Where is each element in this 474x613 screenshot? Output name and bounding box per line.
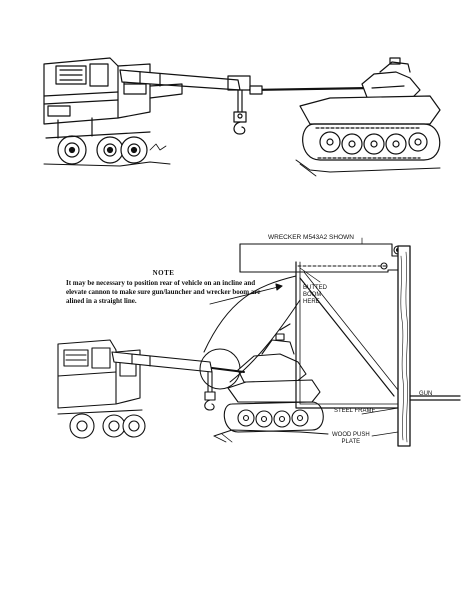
butted-label-line-2: BOOM	[303, 292, 322, 298]
note-text: It may be necessary to position rear of …	[66, 279, 261, 305]
detail-connector-arc	[203, 275, 297, 353]
bottom-crane-boom	[111, 351, 216, 411]
wood-push-plate	[397, 245, 411, 447]
bottom-hook-icon	[204, 399, 215, 411]
steel-frame-label: STEEL FRAME	[334, 408, 376, 414]
butted-boom-label: BUTTED BOOM HERE	[303, 285, 327, 306]
push-plate-label-line-1: WOOD PUSH	[332, 432, 370, 438]
push-plate-label-line-2: PLATE	[341, 439, 361, 445]
top-hook-icon	[233, 121, 246, 135]
top-tank	[299, 57, 441, 161]
wood-push-plate-label: WOOD PUSH PLATE	[332, 432, 370, 446]
butted-label-line-3: HERE	[303, 299, 320, 305]
gun-label: GUN	[419, 391, 433, 397]
top-ground	[43, 161, 171, 167]
top-wrecker-truck	[43, 57, 151, 165]
top-crane-boom	[119, 69, 251, 135]
note-pointer-arrow	[209, 285, 283, 305]
note-heading: NOTE	[152, 269, 175, 277]
detail-view	[239, 237, 461, 447]
bottom-tank	[211, 323, 324, 433]
bottom-wrecker-truck	[57, 339, 146, 439]
steel-frame	[295, 261, 399, 409]
butted-label-line-1: BUTTED	[303, 285, 327, 291]
detail-title-label: WRECKER M543A2 SHOWN	[268, 234, 354, 241]
top-gun-barrel	[248, 86, 374, 92]
note-block: NOTE It may be necessary to position rea…	[66, 269, 261, 306]
incline-ground	[213, 429, 329, 437]
